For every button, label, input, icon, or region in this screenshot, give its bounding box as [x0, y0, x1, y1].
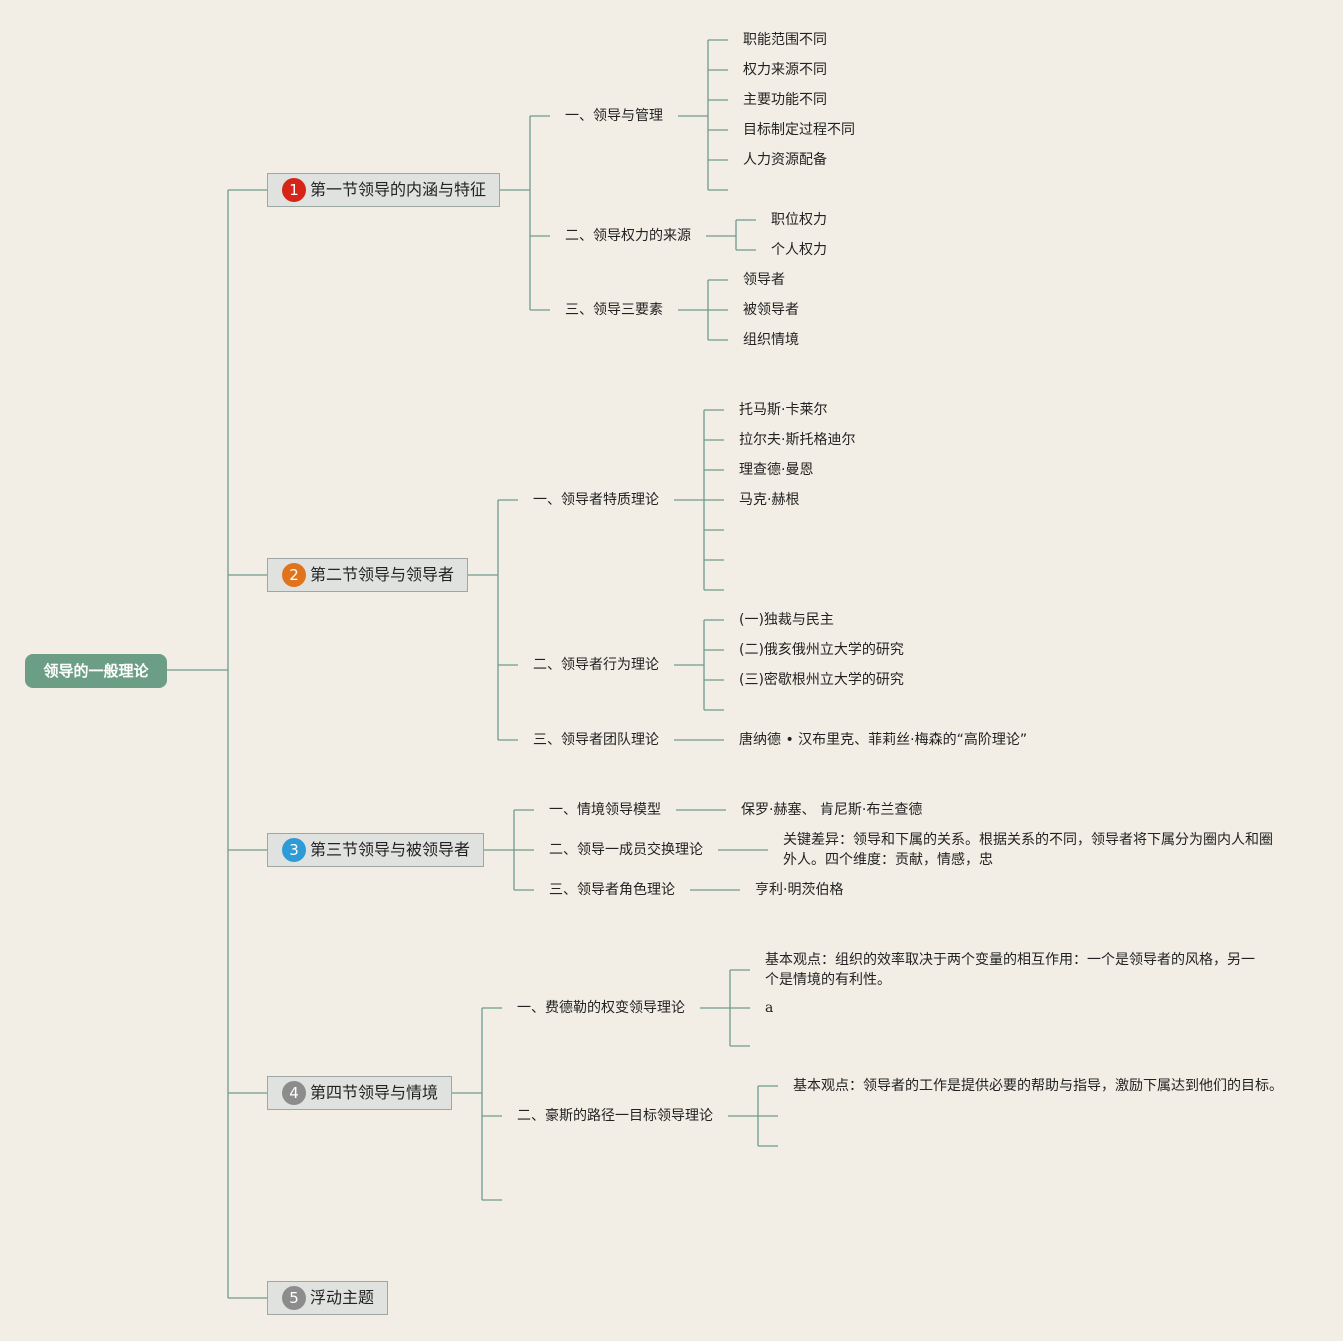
s2-topic-1-item[interactable]: 马克·赫根 — [739, 492, 800, 508]
section-1-badge: 1 — [282, 178, 306, 202]
s1-topic-1-item[interactable]: 职能范围不同 — [743, 32, 827, 48]
section-5-title: 浮动主题 — [310, 1288, 375, 1307]
s1-topic-2-item[interactable]: 个人权力 — [771, 242, 827, 258]
s3-topic-2-item[interactable]: 关键差异：领导和下属的关系。根据关系的不同，领导者将下属分为圈内人和圈外人。四个… — [783, 832, 1273, 868]
section-4-badge: 4 — [282, 1081, 306, 1105]
s2-topic-2-item[interactable]: (三)密歇根州立大学的研究 — [739, 672, 904, 688]
s1-topic-1-item[interactable]: 人力资源配备 — [743, 152, 827, 168]
s3-topic-3[interactable]: 三、领导者角色理论 — [549, 882, 675, 898]
s1-topic-2-item[interactable]: 职位权力 — [771, 212, 827, 228]
s1-topic-3[interactable]: 三、领导三要素 — [565, 302, 663, 318]
s2-topic-2[interactable]: 二、领导者行为理论 — [533, 657, 659, 673]
section-4-node[interactable]: 4 第四节领导与情境 — [267, 1076, 452, 1110]
section-4-title: 第四节领导与情境 — [310, 1083, 439, 1102]
section-3-node[interactable]: 3 第三节领导与被领导者 — [267, 833, 484, 867]
section-3-title: 第三节领导与被领导者 — [310, 840, 471, 859]
s4-topic-2-item[interactable]: 基本观点：领导者的工作是提供必要的帮助与指导，激励下属达到他们的目标。 — [793, 1078, 1283, 1094]
s3-topic-1-item[interactable]: 保罗·赫塞、 肯尼斯·布兰查德 — [741, 802, 923, 818]
s1-topic-3-item[interactable]: 被领导者 — [743, 302, 799, 318]
s4-topic-1-item[interactable]: 基本观点：组织的效率取决于两个变量的相互作用：一个是领导者的风格，另一个是情境的… — [765, 952, 1255, 988]
s2-topic-3-item[interactable]: 唐纳德 • 汉布里克、菲莉丝·梅森的“高阶理论” — [739, 732, 1028, 748]
s4-topic-2[interactable]: 二、豪斯的路径一目标领导理论 — [517, 1108, 713, 1124]
section-1-node[interactable]: 1 第一节领导的内涵与特征 — [267, 173, 500, 207]
s1-topic-1[interactable]: 一、领导与管理 — [565, 108, 663, 124]
s2-topic-3[interactable]: 三、领导者团队理论 — [533, 732, 659, 748]
section-3-badge: 3 — [282, 838, 306, 862]
s1-topic-1-item[interactable]: 主要功能不同 — [743, 92, 827, 108]
s4-topic-1[interactable]: 一、费德勒的权变领导理论 — [517, 1000, 685, 1016]
s2-topic-1[interactable]: 一、领导者特质理论 — [533, 492, 659, 508]
s1-topic-2[interactable]: 二、领导权力的来源 — [565, 228, 691, 244]
s3-topic-2[interactable]: 二、领导一成员交换理论 — [549, 842, 703, 858]
root-topic[interactable]: 领导的一般理论 — [25, 654, 167, 688]
s1-topic-1-item[interactable]: 目标制定过程不同 — [743, 122, 855, 138]
section-1-title: 第一节领导的内涵与特征 — [310, 180, 487, 199]
section-2-node[interactable]: 2 第二节领导与领导者 — [267, 558, 468, 592]
s2-topic-1-item[interactable]: 理查德·曼恩 — [739, 462, 814, 478]
s3-topic-1[interactable]: 一、情境领导模型 — [549, 802, 661, 818]
section-5-badge: 5 — [282, 1286, 306, 1310]
s2-topic-2-item[interactable]: (二)俄亥俄州立大学的研究 — [739, 642, 904, 658]
s3-topic-3-item[interactable]: 亨利·明茨伯格 — [755, 882, 844, 898]
s1-topic-1-item[interactable]: 权力来源不同 — [743, 62, 827, 78]
section-2-badge: 2 — [282, 563, 306, 587]
s2-topic-1-item[interactable]: 拉尔夫·斯托格迪尔 — [739, 432, 856, 448]
s2-topic-2-item[interactable]: (一)独裁与民主 — [739, 612, 834, 628]
s1-topic-3-item[interactable]: 组织情境 — [743, 332, 799, 348]
s4-topic-1-item[interactable]: a — [765, 1000, 774, 1016]
s2-topic-1-item[interactable]: 托马斯·卡莱尔 — [739, 402, 828, 418]
s1-topic-3-item[interactable]: 领导者 — [743, 272, 785, 288]
section-5-node[interactable]: 5 浮动主题 — [267, 1281, 388, 1315]
section-2-title: 第二节领导与领导者 — [310, 565, 455, 584]
